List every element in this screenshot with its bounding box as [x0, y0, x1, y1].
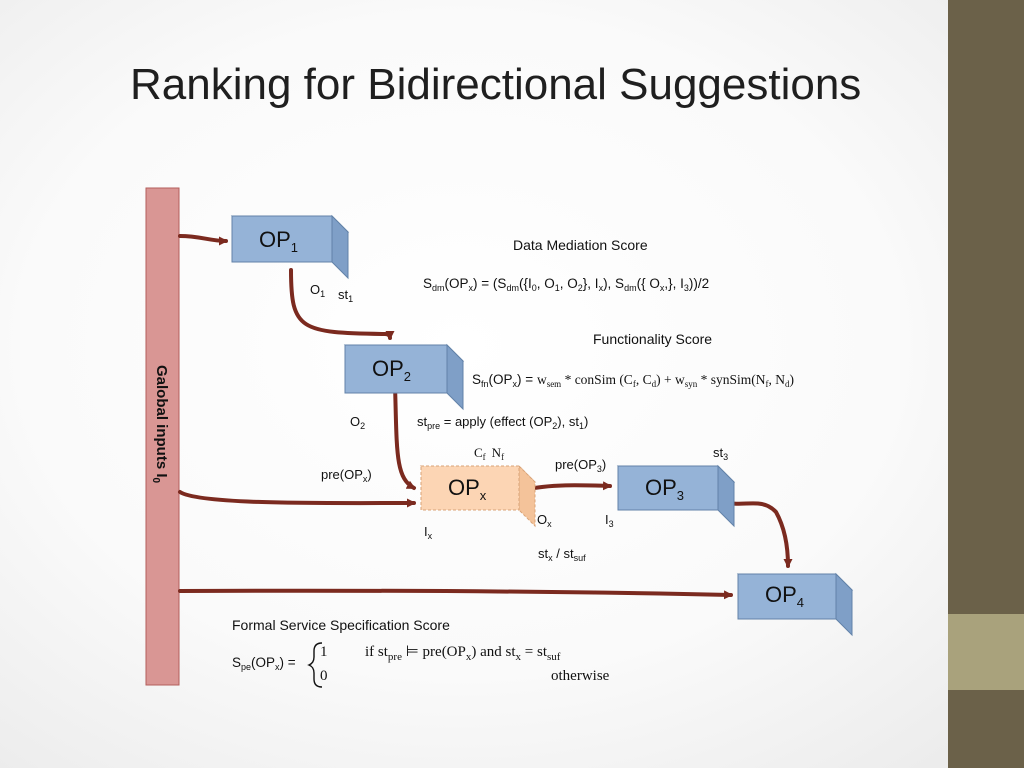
functionality-heading: Functionality Score	[593, 331, 712, 347]
formal-spec-heading: Formal Service Specification Score	[232, 617, 450, 633]
case2-value: 0	[320, 668, 328, 684]
slide-sidebar-accent	[948, 614, 1024, 690]
global-inputs-label: Galobal inputs I0	[150, 365, 170, 484]
data-mediation-formula: Sdm(OPx) = (Sdm({I0, O1, O2}, Ix), Sdm({…	[423, 276, 709, 293]
arrow-inputs-to-opx	[178, 490, 416, 508]
label-st-pre: stpre = apply (effect (OP2), st1)	[417, 414, 588, 431]
op1-label: OP1	[259, 227, 298, 255]
label-stx-stsuf: stx / stsuf	[538, 546, 586, 563]
label-pre-opx: pre(OPx)	[321, 467, 372, 484]
edge-labels: O1 st1 O2 stpre = apply (effect (OP2), s…	[310, 282, 728, 563]
arrow-inputs-to-op1	[178, 234, 228, 246]
case1-condition: if stpre ⊨ pre(OPx) and stx = stsuf	[365, 644, 561, 663]
op2-box: OP2	[343, 343, 465, 411]
arrow-op3-to-op4	[720, 498, 793, 568]
functionality-score: Functionality Score Sfn(OPx) = wsem * co…	[472, 331, 794, 389]
data-mediation-score: Data Mediation Score Sdm(OPx) = (Sdm({I0…	[423, 237, 709, 293]
op4-box: OP4	[736, 572, 854, 637]
op3-label: OP3	[645, 475, 684, 503]
slide-title: Ranking for Bidirectional Suggestions	[130, 60, 862, 109]
data-mediation-heading: Data Mediation Score	[513, 237, 648, 253]
formal-spec-lhs: Spe(OPx) =	[232, 655, 296, 672]
functionality-formula: Sfn(OPx) = wsem * conSim (Cf, Cd) + wsyn…	[472, 372, 794, 389]
opx-label: OPx	[448, 475, 487, 503]
case2-condition: otherwise	[551, 668, 610, 684]
label-ix: Ix	[424, 524, 433, 541]
arrow-op2-to-opx	[393, 383, 416, 490]
label-pre-op3: pre(OP3)	[555, 457, 606, 474]
label-o1: O1	[310, 282, 325, 299]
formal-spec-score: Formal Service Specification Score Spe(O…	[232, 617, 610, 688]
op1-box: OP1	[230, 214, 350, 280]
label-st3: st3	[713, 445, 728, 462]
label-ox: Ox	[537, 512, 552, 529]
opx-box: OPx	[419, 464, 537, 528]
case1-value: 1	[320, 644, 328, 660]
label-i3: I3	[605, 512, 614, 529]
cases-brace	[307, 642, 323, 688]
workflow-diagram: Galobal inputs I0 OP1 OP2 OPx OP3	[145, 187, 854, 688]
op3-box: OP3	[616, 464, 736, 528]
arrow-opx-to-op3	[522, 481, 612, 492]
op4-label: OP4	[765, 582, 804, 610]
label-o2: O2	[350, 414, 365, 431]
op2-label: OP2	[372, 356, 411, 384]
arrow-inputs-to-op4	[178, 588, 733, 600]
global-inputs-bar: Galobal inputs I0	[145, 187, 180, 686]
arrow-op1-to-op2	[289, 268, 395, 340]
label-st1: st1	[338, 287, 353, 304]
